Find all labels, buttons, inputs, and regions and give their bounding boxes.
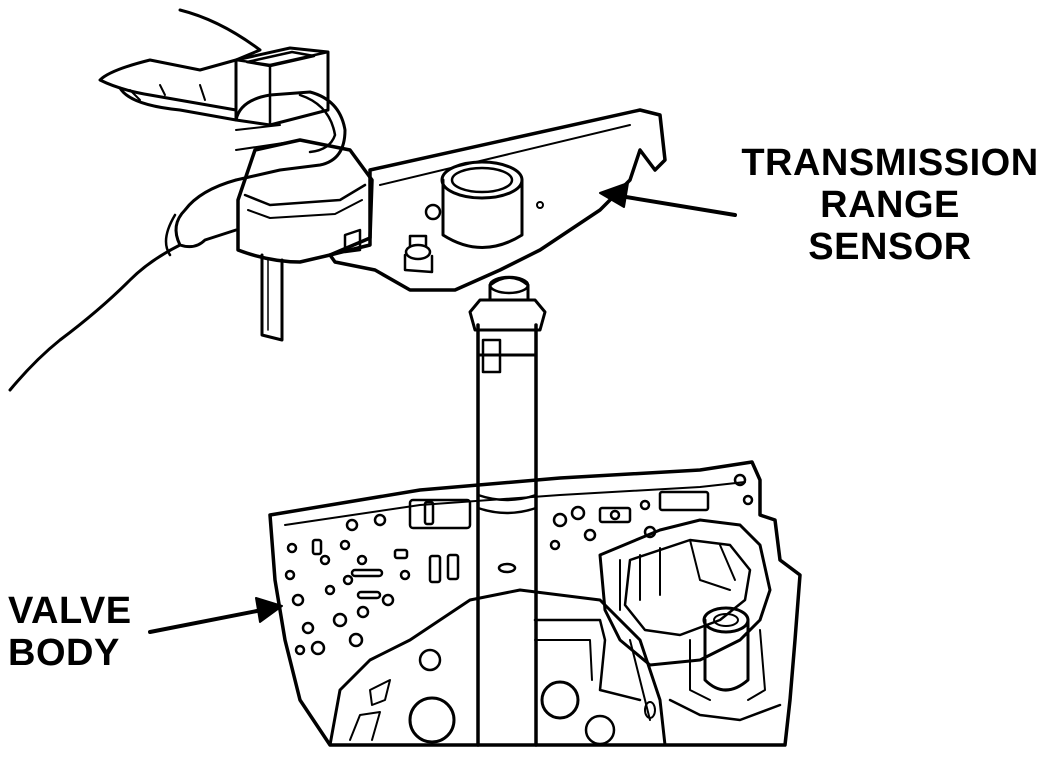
label-line: VALVE xyxy=(8,590,132,632)
hand xyxy=(8,8,347,392)
label-line: TRANSMISSION xyxy=(741,142,1039,184)
sensor-connector xyxy=(234,46,330,127)
label-line: SENSOR xyxy=(808,226,972,268)
sensor-arm xyxy=(328,108,667,292)
valve-body-label: VALVE BODY xyxy=(8,590,138,674)
valve-body-leader-arrow xyxy=(148,597,283,634)
manual-shaft xyxy=(468,275,547,747)
plate-holes xyxy=(284,473,754,656)
label-line: RANGE xyxy=(820,184,960,226)
transmission-range-sensor-label: TRANSMISSION RANGE SENSOR xyxy=(730,142,1050,268)
detent-mechanism xyxy=(598,518,772,667)
sensor-housing xyxy=(236,138,374,264)
sensor-leader-arrow xyxy=(599,182,737,217)
label-line: BODY xyxy=(8,632,120,674)
plate-slots xyxy=(311,490,710,600)
sensor-sleeve xyxy=(441,178,524,249)
valve-body xyxy=(268,460,802,747)
cylinder-boss xyxy=(703,618,750,692)
valve-body-plate xyxy=(268,460,802,747)
valve-body-casting xyxy=(328,588,667,747)
